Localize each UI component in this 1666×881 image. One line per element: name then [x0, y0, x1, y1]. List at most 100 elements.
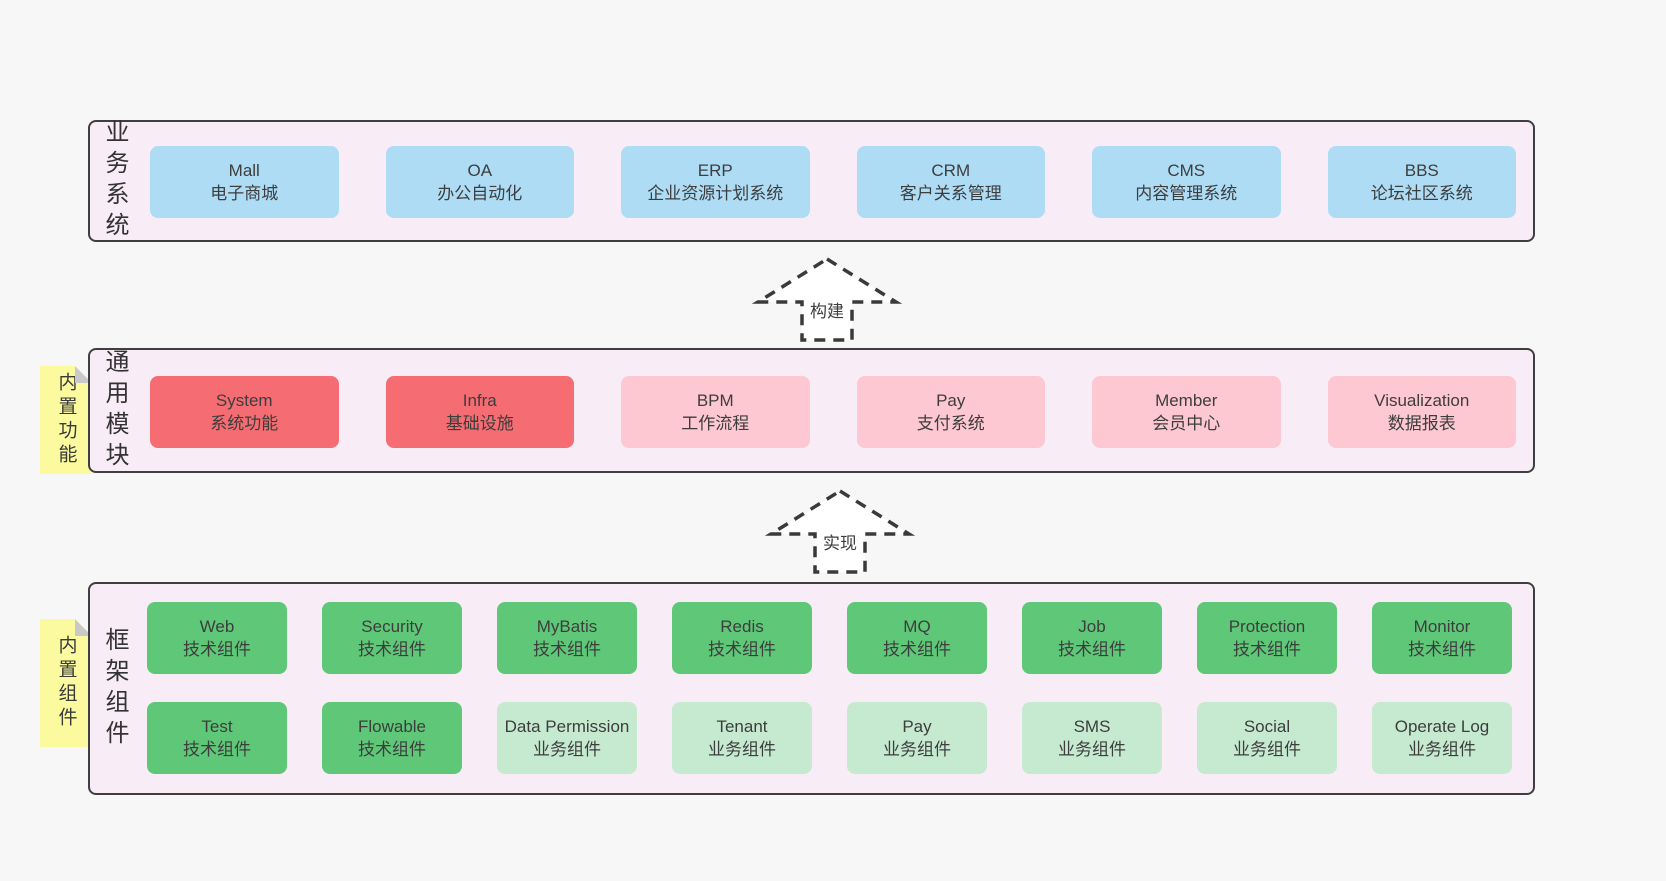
box-desc: 技术组件 — [358, 640, 426, 659]
box-name: ERP — [697, 161, 733, 180]
box-name: CMS — [1167, 161, 1206, 180]
panel-framework-label: 框架组件 — [101, 626, 128, 751]
box-desc: 论坛社区系统 — [1370, 184, 1473, 203]
box-desc: 技术组件 — [883, 640, 951, 659]
box-name: Mall — [228, 161, 260, 180]
box-name: Tenant — [716, 717, 768, 736]
arrow-build: 构建 — [752, 255, 902, 343]
box-bpm: BPM 工作流程 — [621, 376, 810, 448]
box-name: Job — [1078, 617, 1106, 636]
box-sms: SMS 业务组件 — [1022, 702, 1162, 774]
box-desc: 工作流程 — [681, 414, 750, 433]
panel-business-systems: 业务系统 Mall 电子商城 OA 办公自动化 ERP 企业资源计划系统 CRM… — [88, 119, 1535, 243]
framework-box-row-2: Test 技术组件 Flowable 技术组件 Data Permission … — [147, 702, 1512, 774]
box-name: SMS — [1073, 717, 1111, 736]
box-desc: 技术组件 — [708, 640, 776, 659]
box-test: Test 技术组件 — [147, 702, 287, 774]
box-security: Security 技术组件 — [322, 602, 462, 674]
box-desc: 客户关系管理 — [899, 184, 1002, 203]
box-desc: 业务组件 — [533, 740, 601, 759]
box-data-permission: Data Permission 业务组件 — [497, 702, 637, 774]
box-job: Job 技术组件 — [1022, 602, 1162, 674]
box-desc: 业务组件 — [883, 740, 951, 759]
box-name: BBS — [1404, 161, 1439, 180]
box-desc: 技术组件 — [183, 640, 251, 659]
panel-common-modules: 通用模块 System 系统功能 Infra 基础设施 BPM 工作流程 Pay… — [88, 348, 1535, 473]
box-name: Data Permission — [504, 717, 630, 736]
box-name: Visualization — [1374, 391, 1470, 410]
box-monitor: Monitor 技术组件 — [1372, 602, 1512, 674]
box-name: OA — [467, 161, 493, 180]
box-visualization: Visualization 数据报表 — [1327, 376, 1516, 448]
box-name: MyBatis — [536, 617, 598, 636]
box-desc: 企业资源计划系统 — [647, 184, 784, 203]
box-crm: CRM 客户关系管理 — [856, 146, 1045, 218]
box-pay-system: Pay 支付系统 — [856, 376, 1045, 448]
box-desc: 技术组件 — [183, 740, 251, 759]
box-name: Flowable — [357, 717, 427, 736]
panel-framework-components: 框架组件 Web 技术组件 Security 技术组件 MyBatis 技术组件… — [88, 582, 1535, 795]
box-desc: 电子商城 — [210, 184, 279, 203]
box-desc: 支付系统 — [916, 414, 985, 433]
box-pay-component: Pay 业务组件 — [847, 702, 987, 774]
box-flowable: Flowable 技术组件 — [322, 702, 462, 774]
box-name: Security — [361, 617, 423, 636]
modules-box-row: System 系统功能 Infra 基础设施 BPM 工作流程 Pay 支付系统… — [150, 376, 1516, 448]
box-name: System — [215, 391, 273, 410]
box-desc: 数据报表 — [1387, 414, 1456, 433]
box-name: Web — [199, 617, 235, 636]
sticky-label: 内置组件 — [55, 635, 77, 731]
box-cms: CMS 内容管理系统 — [1092, 146, 1281, 218]
box-name: Redis — [720, 617, 764, 636]
arrow-build-label: 构建 — [807, 297, 847, 322]
box-desc: 技术组件 — [533, 640, 601, 659]
box-name: BPM — [696, 391, 734, 410]
panel-modules-label: 通用模块 — [101, 348, 128, 473]
box-desc: 技术组件 — [358, 740, 426, 759]
box-redis: Redis 技术组件 — [672, 602, 812, 674]
sticky-note-built-in-components: 内置组件 — [40, 619, 92, 747]
box-mall: Mall 电子商城 — [150, 146, 339, 218]
box-protection: Protection 技术组件 — [1197, 602, 1337, 674]
box-member: Member 会员中心 — [1092, 376, 1281, 448]
box-desc: 技术组件 — [1408, 640, 1476, 659]
business-box-row: Mall 电子商城 OA 办公自动化 ERP 企业资源计划系统 CRM 客户关系… — [150, 146, 1516, 218]
box-oa: OA 办公自动化 — [385, 146, 574, 218]
arrow-implement-label: 实现 — [820, 529, 860, 554]
box-desc: 业务组件 — [1058, 740, 1126, 759]
box-social: Social 业务组件 — [1197, 702, 1337, 774]
arrow-implement: 实现 — [765, 487, 915, 575]
box-name: Pay — [902, 717, 932, 736]
box-name: Monitor — [1413, 617, 1471, 636]
box-desc: 内容管理系统 — [1135, 184, 1238, 203]
box-name: MQ — [903, 617, 931, 636]
box-web: Web 技术组件 — [147, 602, 287, 674]
box-desc: 系统功能 — [210, 414, 279, 433]
box-desc: 业务组件 — [1408, 740, 1476, 759]
box-name: Infra — [462, 391, 497, 410]
box-desc: 业务组件 — [708, 740, 776, 759]
framework-box-row-1: Web 技术组件 Security 技术组件 MyBatis 技术组件 Redi… — [147, 602, 1512, 674]
sticky-note-built-in-features: 内置功能 — [40, 366, 92, 474]
box-desc: 基础设施 — [445, 414, 514, 433]
box-operate-log: Operate Log 业务组件 — [1372, 702, 1512, 774]
box-erp: ERP 企业资源计划系统 — [621, 146, 810, 218]
box-desc: 业务组件 — [1233, 740, 1301, 759]
box-desc: 技术组件 — [1233, 640, 1301, 659]
box-name: Pay — [936, 391, 966, 410]
box-infra: Infra 基础设施 — [385, 376, 574, 448]
panel-business-label: 业务系统 — [101, 119, 128, 243]
sticky-label: 内置功能 — [55, 372, 77, 468]
box-name: Social — [1243, 717, 1291, 736]
box-name: Operate Log — [1394, 717, 1490, 736]
box-mq: MQ 技术组件 — [847, 602, 987, 674]
box-mybatis: MyBatis 技术组件 — [497, 602, 637, 674]
box-system: System 系统功能 — [150, 376, 339, 448]
box-desc: 会员中心 — [1152, 414, 1221, 433]
box-name: Member — [1155, 391, 1218, 410]
box-bbs: BBS 论坛社区系统 — [1327, 146, 1516, 218]
box-desc: 办公自动化 — [437, 184, 523, 203]
box-desc: 技术组件 — [1058, 640, 1126, 659]
box-name: CRM — [931, 161, 971, 180]
